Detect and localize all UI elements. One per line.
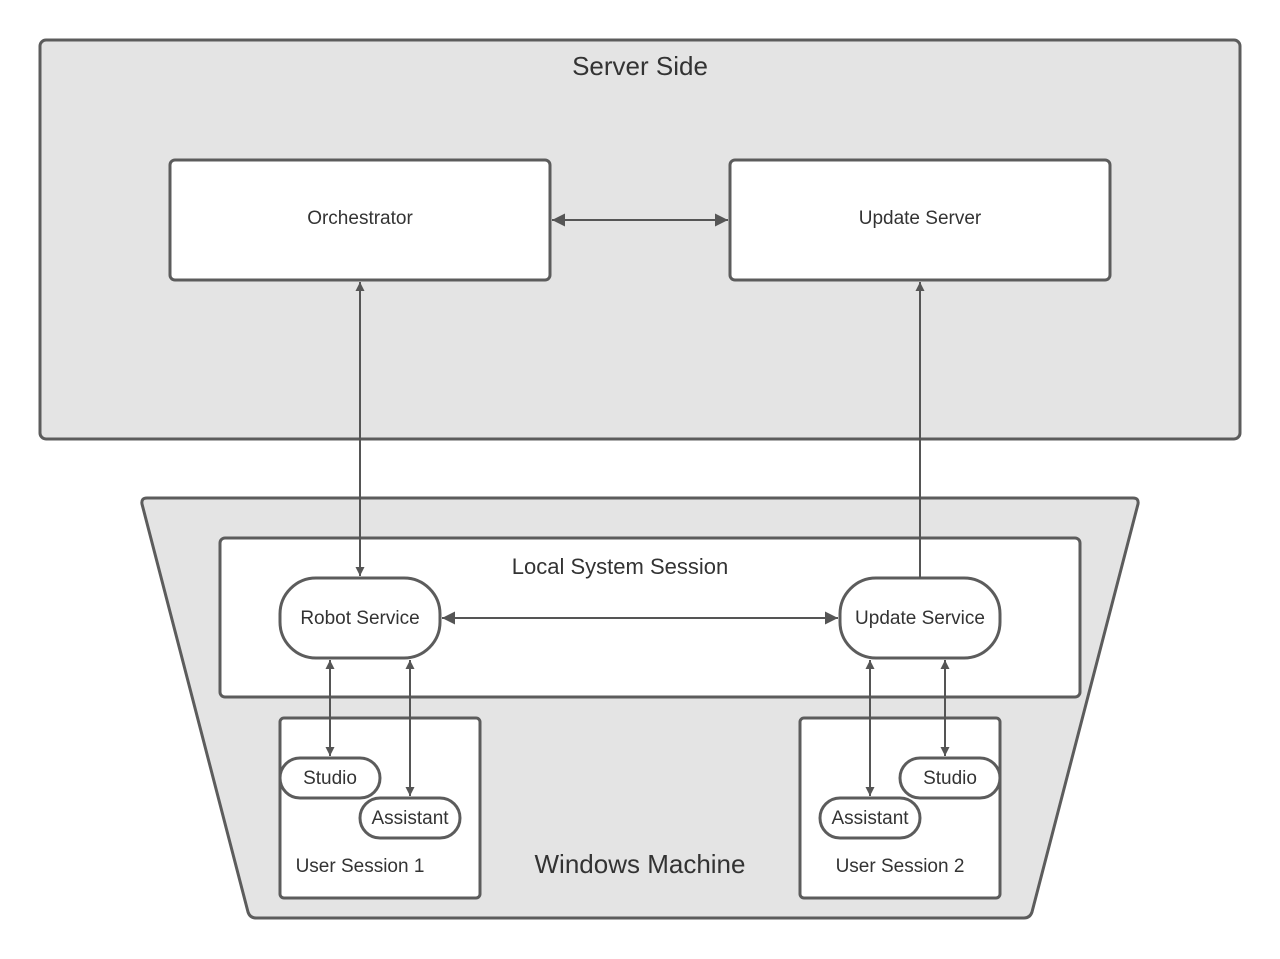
assistant-2-node [818,796,922,840]
server-side-title: Server Side [572,51,708,81]
studio-2-node [898,756,1002,800]
update-server-label: Update Server [859,208,982,229]
studio-2-label: Studio [923,768,977,789]
windows-machine-group: Windows Machine Local System Session Rob… [140,496,1140,920]
user-session-1-title: User Session 1 [296,856,425,877]
user-session-2-title: User Session 2 [836,856,965,877]
connectors [325,213,950,796]
robot-service-node [278,576,442,660]
orchestrator-label: Orchestrator [307,208,413,229]
update-service-label: Update Service [855,608,985,629]
studio-1-label: Studio [303,768,357,789]
server-side-group: Server Side Orchestrator Update Server [38,38,1242,441]
windows-machine-title: Windows Machine [535,849,746,879]
orchestrator-node [168,158,552,282]
server-side-container [38,38,1242,441]
robot-service-label: Robot Service [300,608,419,629]
assistant-1-node [358,796,462,840]
studio-1-node [278,756,382,800]
assistant-2-label: Assistant [831,808,909,829]
assistant-1-label: Assistant [371,808,449,829]
update-server-node [728,158,1112,282]
local-system-session-title: Local System Session [512,554,728,579]
